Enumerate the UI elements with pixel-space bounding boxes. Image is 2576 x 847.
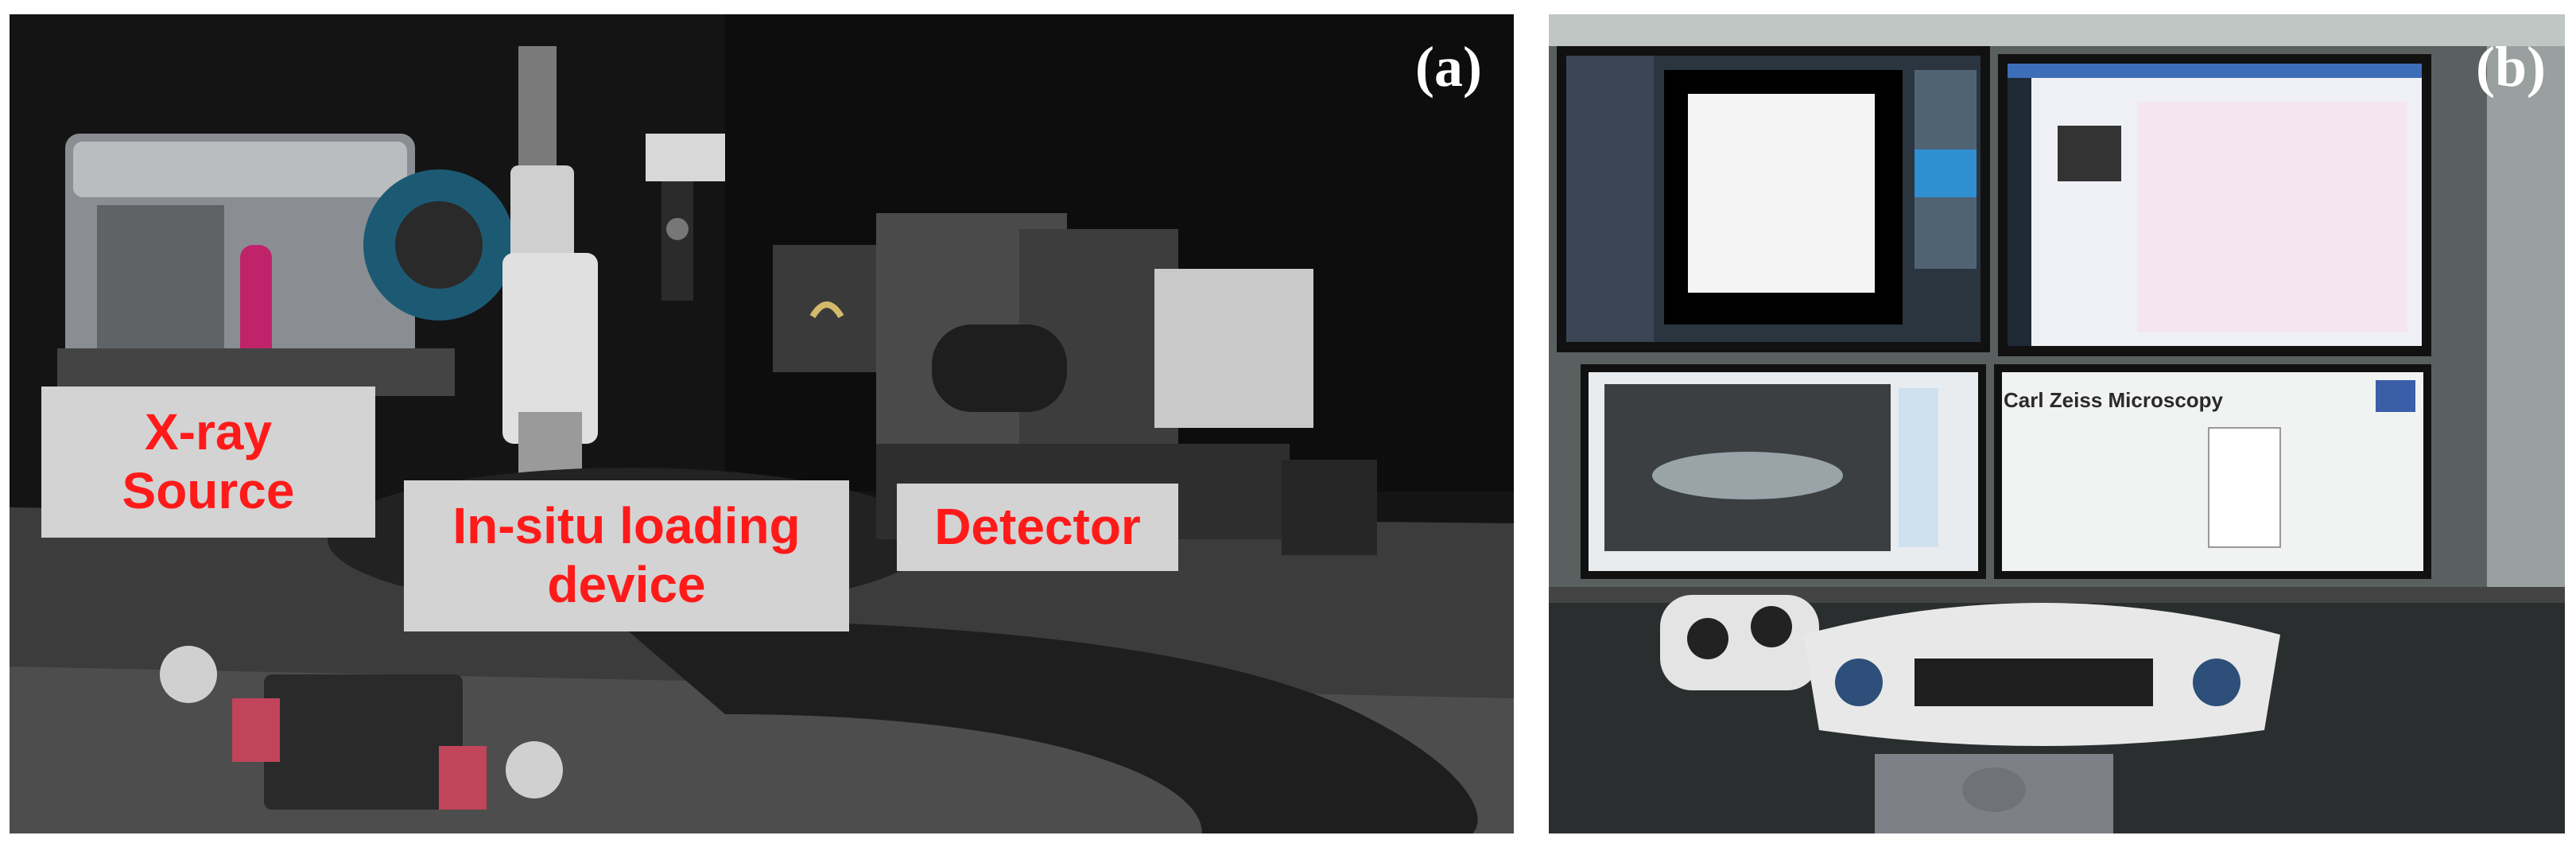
joystick-controller	[1660, 595, 1819, 690]
front-motor-assembly	[160, 646, 563, 810]
window-blinds	[1549, 14, 2565, 46]
mouse-pad	[1875, 754, 2113, 833]
screen-brand-text: Carl Zeiss Microscopy	[2004, 388, 2223, 412]
optical-camera	[646, 134, 725, 301]
callout-in-situ-loading-text: In-situ loading device	[452, 497, 801, 613]
callout-in-situ-loading-device: In-situ loading device	[404, 480, 849, 631]
callout-detector-text: Detector	[934, 498, 1141, 556]
hardware-photo-illustration	[10, 14, 1514, 833]
panel-label-b: (b)	[2476, 35, 2546, 99]
monitor-bottom-left	[1581, 364, 1986, 579]
callout-xray-source: X-ray Source	[41, 387, 375, 538]
photo-panel-a: (a) X-ray Source In-situ loading device …	[10, 14, 1514, 833]
cable-chain	[614, 619, 1478, 833]
panel-label-a: (a)	[1415, 35, 1482, 99]
monitor-top-right	[1998, 54, 2431, 356]
detector-logo	[809, 301, 844, 319]
callout-detector: Detector	[897, 484, 1178, 571]
source-magenta-tube	[240, 245, 272, 364]
photo-panel-b: (b) Carl Zeiss Microscopy	[1549, 14, 2565, 833]
monitor-bottom-right	[1994, 364, 2431, 579]
projection-image	[1688, 94, 1875, 293]
xray-source-housing	[57, 134, 514, 396]
callout-xray-source-text: X-ray Source	[122, 403, 295, 519]
zeiss-logo	[2376, 380, 2415, 412]
monitor-top-left	[1557, 46, 1990, 352]
screen-thumbnail	[2058, 126, 2121, 181]
control-panel-keyboard	[1803, 603, 2280, 746]
workstation-photo-illustration	[1549, 14, 2565, 833]
